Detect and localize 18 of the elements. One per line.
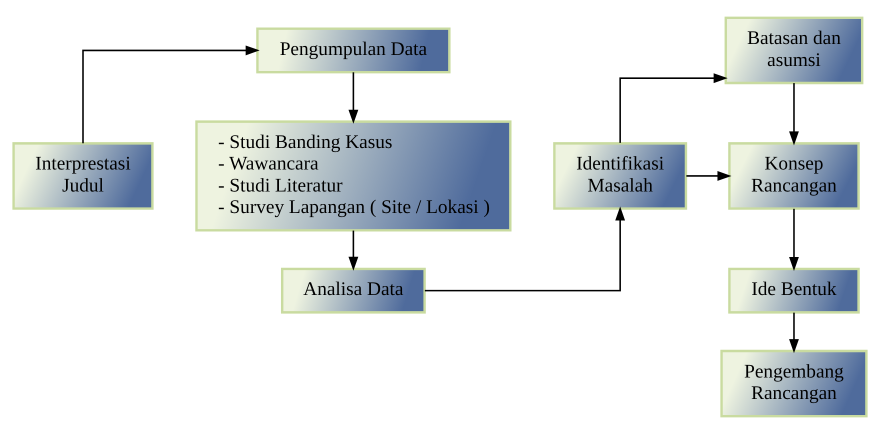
node-box: Interprestasi Judul (12, 142, 154, 210)
arrow (789, 208, 799, 272)
node-box: Pengumpulan Data (256, 27, 451, 74)
arrow (789, 83, 799, 146)
arrow (424, 206, 626, 292)
node-box: Identifikasi Masalah (553, 142, 688, 210)
arrow (686, 171, 732, 181)
node-box: Analisa Data (280, 268, 426, 314)
node-box: Konsep Rancangan (728, 142, 860, 210)
arrow (789, 312, 799, 354)
node-box: - Studi Banding Kasus - Wawancara - Studi Literatur - Survey Lapangan ( Site / Lokasi ) (195, 120, 512, 232)
arrow (348, 72, 358, 124)
node-box: Pengembang Rancangan (720, 350, 868, 418)
node-box: Ide Bentuk (728, 268, 860, 314)
arrow (348, 230, 358, 271)
arrow (82, 46, 260, 144)
arrow (619, 73, 728, 143)
node-box: Batasan dan asumsi (724, 16, 864, 84)
